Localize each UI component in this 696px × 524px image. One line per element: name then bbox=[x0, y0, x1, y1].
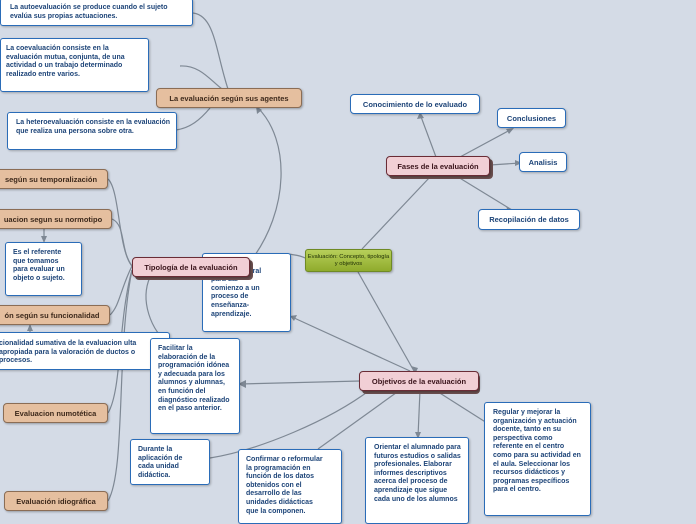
central-topic[interactable]: Evaluación: Concepto, tipología y objeti… bbox=[305, 249, 392, 272]
tipo-agentes[interactable]: La evaluación según sus agentes bbox=[156, 88, 302, 108]
objetivo-facilitar[interactable]: Facilitar la elaboración de la programac… bbox=[150, 338, 240, 434]
funcionalidad-sumativa[interactable]: cionalidad sumativa de la evaluacion ult… bbox=[0, 332, 170, 370]
agente-autoevaluacion[interactable]: La autoevaluación se produce cuando el s… bbox=[0, 0, 193, 26]
branch-fases[interactable]: Fases de la evaluación bbox=[386, 156, 490, 176]
agente-heteroevaluacion[interactable]: La heteroevaluación consiste en la evalu… bbox=[7, 112, 177, 150]
fase-conocimiento[interactable]: Conocimiento de lo evaluado bbox=[350, 94, 480, 114]
objetivo-durante[interactable]: Durante la aplicación de cada unidad did… bbox=[130, 439, 210, 485]
fase-analisis[interactable]: Analisis bbox=[519, 152, 567, 172]
objetivo-confirmar[interactable]: Confirmar o reformular la programación e… bbox=[238, 449, 342, 524]
agente-coevaluacion[interactable]: La coevaluación consiste en la evaluació… bbox=[0, 38, 149, 92]
tipo-normotipo[interactable]: uacion segun su normotipo bbox=[0, 209, 112, 229]
tipo-nomotetica[interactable]: Evaluacion numotética bbox=[3, 403, 108, 423]
fase-conclusiones[interactable]: Conclusiones bbox=[497, 108, 566, 128]
tipo-idiografica[interactable]: Evaluación idiográfica bbox=[4, 491, 108, 511]
objetivo-orientar[interactable]: Orientar el alumnado para futuros estudi… bbox=[365, 437, 469, 524]
objetivo-regular[interactable]: Regular y mejorar la organización y actu… bbox=[484, 402, 591, 516]
fase-recopilacion[interactable]: Recopilación de datos bbox=[478, 209, 580, 230]
tipo-funcionalidad[interactable]: ón según su funcionalidad bbox=[0, 305, 110, 325]
normotipo-referente[interactable]: Es el referente que tomamos para evaluar… bbox=[5, 242, 82, 296]
branch-objetivos[interactable]: Objetivos de la evaluación bbox=[359, 371, 479, 391]
branch-tipologia[interactable]: Tipología de la evaluación bbox=[132, 257, 250, 277]
tipo-temporalizacion[interactable]: según su temporalización bbox=[0, 169, 108, 189]
